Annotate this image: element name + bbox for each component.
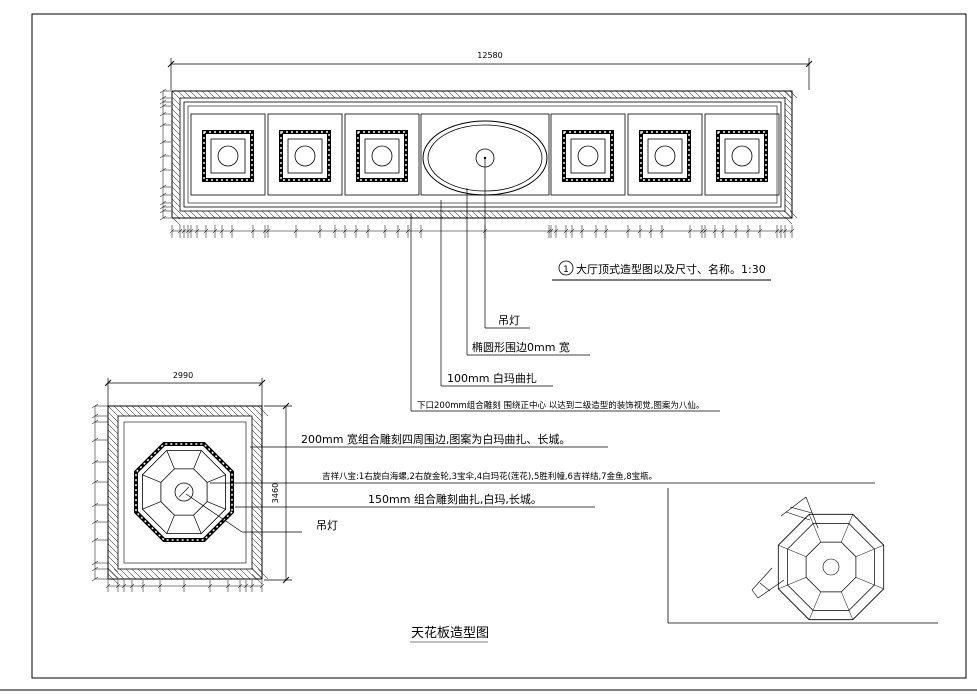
main-width-dim: 12580 [477,51,502,60]
leader-carving-note: 下口200mm组合雕刻 围绕正中心 以达到二级造型的装饰视觉,图案为八仙。 [417,400,704,411]
leader-baima-curve: 100mm 白玛曲扎 [447,371,537,385]
ceiling-panel [704,113,780,196]
small-height-dim: 3460 [271,483,280,503]
leader-ellipse-edge: 椭圆形围边0mm 宽 [472,340,570,354]
small-width-dim: 2990 [173,371,193,380]
leader-border-note: 200mm 宽组合雕刻四周围边,图案为白玛曲扎、长城。 [301,432,570,446]
ceiling-panel [627,113,703,196]
svg-text:1: 1 [563,265,569,275]
octagon-detail [667,488,938,624]
ceiling-panel [344,113,420,196]
ceiling-panel [550,113,626,196]
main-plan-caption: 1 大厅顶式造型图以及尺寸、名称。1:30 [552,260,771,281]
drawing-frame [31,13,967,679]
leader-pendant-lamp: 吊灯 [498,314,520,327]
main-plan-caption-text: 大厅顶式造型图以及尺寸、名称。1:30 [576,262,766,276]
octagon-leaders [185,446,875,533]
leader-pendant-lamp-small: 吊灯 [316,519,338,532]
leader-carving-150: 150mm 组合雕刻曲扎,白玛,长城。 [368,492,542,506]
main-leaders [410,158,720,412]
octagon-ceiling-plan: 2990 3460 [91,371,292,592]
ceiling-panel [267,113,343,196]
ceiling-panel [190,113,266,196]
sheet-title: 天花板造型图 [411,625,489,641]
main-ceiling-plan: 12580 [159,51,813,238]
leader-auspicious-note: 吉祥八宝:1右旋白海螺,2右旋金轮,3宝伞,4白玛花(莲花),5胜利幢,6吉祥结… [322,471,657,482]
pendant-lamp-small [174,482,194,502]
